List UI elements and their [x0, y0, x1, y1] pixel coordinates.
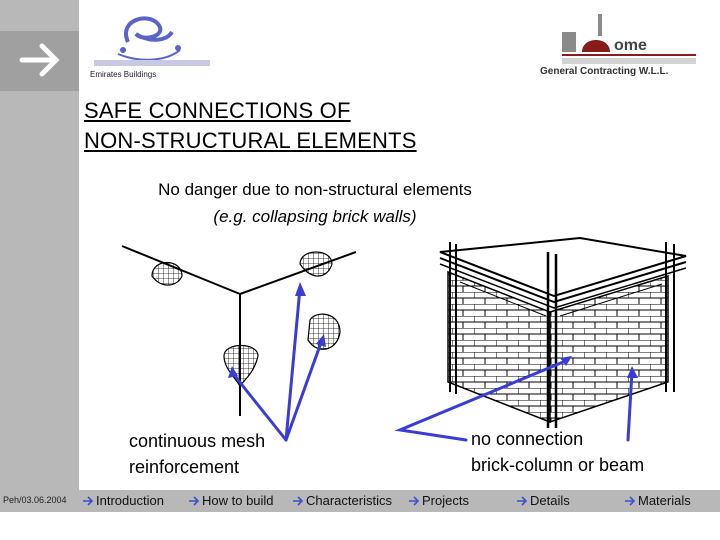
nav-label: How to build [202, 493, 274, 508]
arrow-right-icon [19, 43, 60, 77]
arrow-right-icon [293, 495, 304, 506]
nav-label: Introduction [96, 493, 164, 508]
emirates-buildings-logo [94, 16, 210, 66]
nav-materials[interactable]: Materials [624, 493, 691, 508]
arrow-right-icon [189, 495, 200, 506]
mesh-patch [299, 251, 333, 277]
label-left-line-1: continuous mesh [129, 431, 266, 451]
footer-nav-bar: Peh/03.06.2004 Introduction How to build… [0, 490, 720, 512]
logo-right-caption: General Contracting W.L.L. [540, 66, 669, 77]
footer-date: Peh/03.06.2004 [3, 495, 67, 505]
slide-title-line-2: NON-STRUCTURAL ELEMENTS [84, 128, 417, 153]
nav-how-to-build[interactable]: How to build [188, 493, 274, 508]
nav-label: Characteristics [306, 493, 392, 508]
slide-title-line-1: SAFE CONNECTIONS OF [84, 98, 351, 123]
label-no-connection: no connection brick-column or beam [471, 426, 644, 478]
slide-subtitle-line-2: (e.g. collapsing brick walls) [213, 207, 417, 226]
svg-text:ome: ome [614, 37, 647, 54]
slide-title: SAFE CONNECTIONS OF NON-STRUCTURAL ELEME… [84, 96, 417, 156]
nav-label: Details [530, 493, 570, 508]
mesh-patch [223, 344, 259, 388]
arrow-right-icon [83, 495, 94, 506]
slide-subtitle-line-1: No danger due to non-structural elements [158, 180, 472, 199]
arrow-right-icon [409, 495, 420, 506]
logo-left-caption: Emirates Buildings [90, 70, 157, 79]
nav-introduction[interactable]: Introduction [82, 493, 164, 508]
label-right-line-1: no connection [471, 429, 584, 449]
nav-label: Materials [638, 493, 691, 508]
arrow-right-icon [625, 495, 636, 506]
nav-details[interactable]: Details [516, 493, 570, 508]
brick-wall-diagram [439, 236, 687, 428]
nav-label: Projects [422, 493, 469, 508]
corner-mesh-diagram [121, 245, 357, 416]
arrow-right-icon [517, 495, 528, 506]
mesh-patch [307, 313, 341, 350]
label-right-line-2: brick-column or beam [471, 455, 645, 475]
nav-characteristics[interactable]: Characteristics [292, 493, 392, 508]
label-left-line-2: reinforcement [129, 457, 240, 477]
nav-projects[interactable]: Projects [408, 493, 469, 508]
label-continuous-mesh: continuous mesh reinforcement [129, 428, 265, 480]
mesh-patch [151, 262, 183, 286]
dome-contracting-logo: ome [562, 14, 696, 64]
